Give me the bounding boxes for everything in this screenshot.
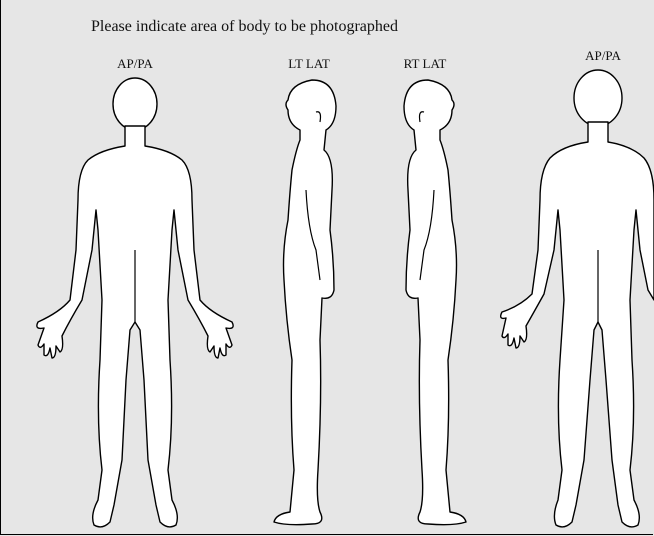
- back-body-figure[interactable]: [494, 0, 654, 536]
- front-body-figure[interactable]: [30, 0, 240, 536]
- left-lateral-body-figure[interactable]: [250, 0, 370, 536]
- right-lateral-body-figure[interactable]: [370, 0, 490, 536]
